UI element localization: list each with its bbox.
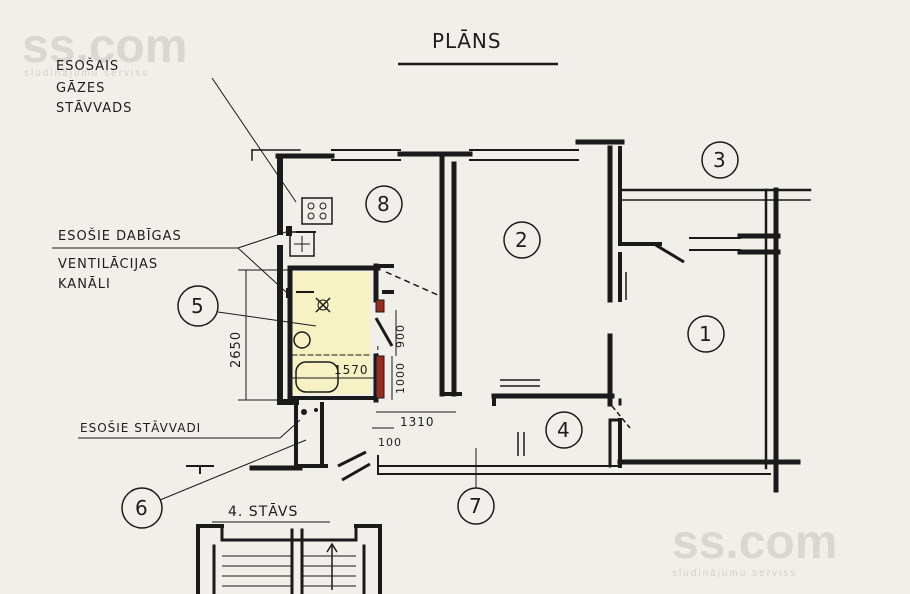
entry-arrow-icons — [500, 272, 627, 456]
vent-arrow-icons — [286, 226, 316, 298]
room-label-7: 7 — [457, 487, 495, 525]
new-partition-lower — [375, 355, 385, 399]
staircase: 4. STĀVS — [196, 503, 382, 594]
room-label-2: 2 — [503, 221, 541, 259]
leader-lines — [52, 77, 477, 501]
sink-icon — [289, 231, 315, 257]
svg-text:7: 7 — [469, 494, 482, 518]
dimension-lines — [238, 269, 456, 429]
watermark-bottom-tagline: sludinājumu serviss — [672, 568, 797, 579]
risers-label: ESOŠIE STĀVVADI — [80, 420, 201, 435]
room-label-3: 3 — [701, 141, 739, 179]
watermark-bottom: ss.com — [672, 516, 837, 569]
vent-icon — [315, 297, 331, 313]
vent-label-2: VENTILĀCIJAS — [58, 257, 158, 272]
dimension-1310: 1310 — [400, 415, 435, 429]
dimension-900: 900 — [394, 324, 407, 348]
stove-icon — [301, 197, 333, 225]
doors — [337, 242, 685, 482]
dimension-1000: 1000 — [394, 362, 407, 394]
watermark-top: ss.com — [22, 20, 187, 73]
new-partition-upper — [375, 299, 385, 313]
washbasin-icon — [293, 331, 311, 349]
vent-label-1: ESOŠIE DABĪGAS — [58, 228, 182, 244]
bathtub-icon — [295, 361, 339, 393]
watermark-top-tagline: sludinājumu serviss — [24, 68, 149, 79]
room-label-8: 8 — [365, 185, 403, 223]
gas-riser-label-1: ESOŠAIS — [56, 58, 119, 74]
room-label-5: 5 — [177, 285, 219, 327]
svg-text:8: 8 — [377, 192, 390, 216]
dimension-100: 100 — [378, 436, 402, 449]
svg-text:2: 2 — [515, 228, 528, 252]
floor-label: 4. STĀVS — [228, 503, 298, 520]
riser-icon — [301, 408, 318, 415]
svg-text:5: 5 — [191, 294, 204, 318]
svg-text:3: 3 — [713, 148, 726, 172]
dimension-1570: 1570 — [334, 363, 369, 377]
svg-text:6: 6 — [135, 496, 148, 520]
gas-riser-label-3: STĀVVADS — [56, 101, 132, 116]
room-label-1: 1 — [687, 315, 725, 353]
dimension-2650: 2650 — [229, 331, 244, 368]
gas-riser-label-2: GĀZES — [56, 81, 105, 96]
room-label-4: 4 — [545, 411, 583, 449]
svg-text:1: 1 — [699, 322, 712, 346]
svg-text:4: 4 — [557, 418, 570, 442]
room-label-6: 6 — [121, 487, 163, 529]
vent-label-3: KANĀLI — [58, 277, 111, 292]
plan-title: PLĀNS — [432, 29, 502, 53]
